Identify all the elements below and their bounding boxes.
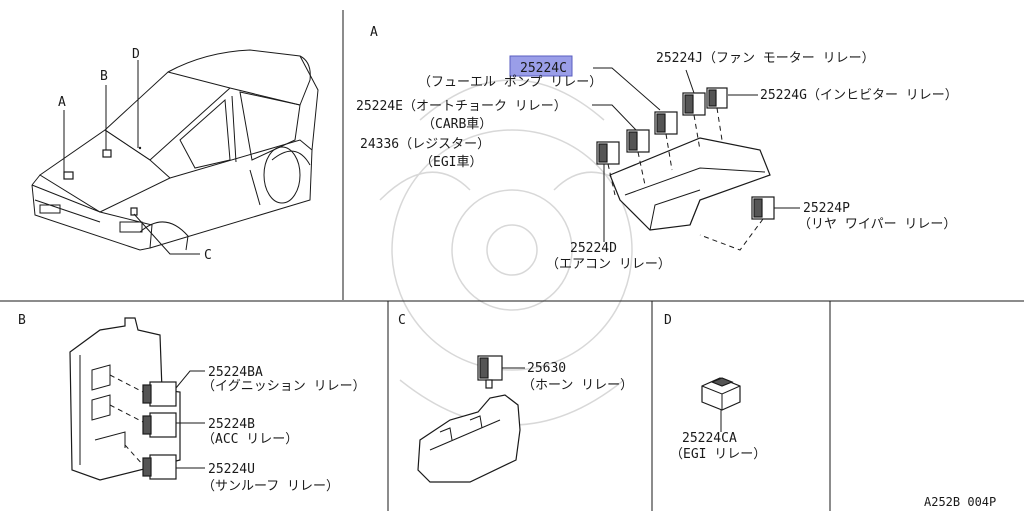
label-25224g[interactable]: 25224G（インヒビター リレー） — [760, 88, 958, 103]
relay-25224c-icon — [654, 111, 678, 135]
car-letter-a: A — [58, 95, 66, 110]
label-25224b-name: （ACC リレー） — [202, 432, 298, 447]
label-25224j[interactable]: 25224J（ファン モーター リレー） — [656, 51, 875, 66]
label-25224d-name: （エアコン リレー） — [546, 257, 671, 272]
label-25224c-name: （フューエル ポンプ リレー） — [418, 75, 602, 90]
relay-25224ca-icon — [701, 377, 741, 411]
relay-box-a — [609, 137, 771, 231]
panel-b: B 25224BA （イグニッション リレー） 25224B — [18, 313, 366, 494]
panel-a-letter: A — [370, 25, 378, 40]
relay-25224u-icon — [142, 454, 177, 480]
relay-25224b-icon — [142, 412, 177, 438]
label-25224ba-name: （イグニッション リレー） — [202, 379, 366, 394]
relay-25630-icon — [477, 355, 503, 389]
label-25224e[interactable]: 25224E（オートチョーク リレー） — [356, 99, 567, 114]
label-25224e-note: （CARB車） — [422, 117, 492, 132]
panel-d: D 25224CA （EGI リレー） — [664, 313, 766, 462]
car-letter-d: D — [132, 47, 140, 62]
panel-b-letter: B — [18, 313, 26, 328]
label-25224d[interactable]: 25224D — [570, 241, 617, 256]
label-25224ba[interactable]: 25224BA — [208, 365, 263, 380]
label-25224p[interactable]: 25224P — [803, 201, 850, 216]
car-letter-b: B — [100, 69, 108, 84]
highlight-25224c — [509, 55, 573, 77]
label-25224u[interactable]: 25224U — [208, 462, 255, 477]
label-24336-note: （EGI車） — [420, 155, 482, 170]
label-25224u-name: （サンルーフ リレー） — [202, 479, 339, 494]
relay-25224ba-icon — [142, 381, 177, 407]
relay-25224p-icon — [751, 196, 775, 220]
car-illustration — [31, 49, 319, 251]
panel-c: C 25630 （ホーン リレー） — [398, 313, 633, 483]
panel-frames — [0, 10, 1024, 511]
panel-d-letter: D — [664, 313, 672, 328]
label-24336[interactable]: 24336（レジスター） — [360, 137, 490, 152]
label-25224ca-name: （EGI リレー） — [670, 447, 766, 462]
relay-25224g-icon — [706, 87, 728, 109]
relay-25224d-icon — [596, 141, 620, 165]
label-25224ca[interactable]: 25224CA — [682, 431, 737, 446]
car-overview: A B D C — [31, 47, 319, 263]
panel-c-letter: C — [398, 313, 406, 328]
relay-bracket-b — [69, 317, 181, 481]
relay-25224e-icon — [626, 129, 650, 153]
panel-a: A — [356, 25, 958, 272]
car-letter-c: C — [204, 248, 212, 263]
label-25630-name: （ホーン リレー） — [522, 378, 633, 393]
horn-bracket — [417, 394, 521, 483]
label-25224c[interactable]: 25224C — [520, 61, 567, 76]
diagram-code: A252B 004P — [924, 495, 996, 509]
label-25224b[interactable]: 25224B — [208, 417, 255, 432]
label-25224p-name: （リヤ ワイパー リレー） — [798, 217, 956, 232]
relay-25224j-icon — [682, 92, 706, 116]
label-25630[interactable]: 25630 — [527, 361, 566, 376]
